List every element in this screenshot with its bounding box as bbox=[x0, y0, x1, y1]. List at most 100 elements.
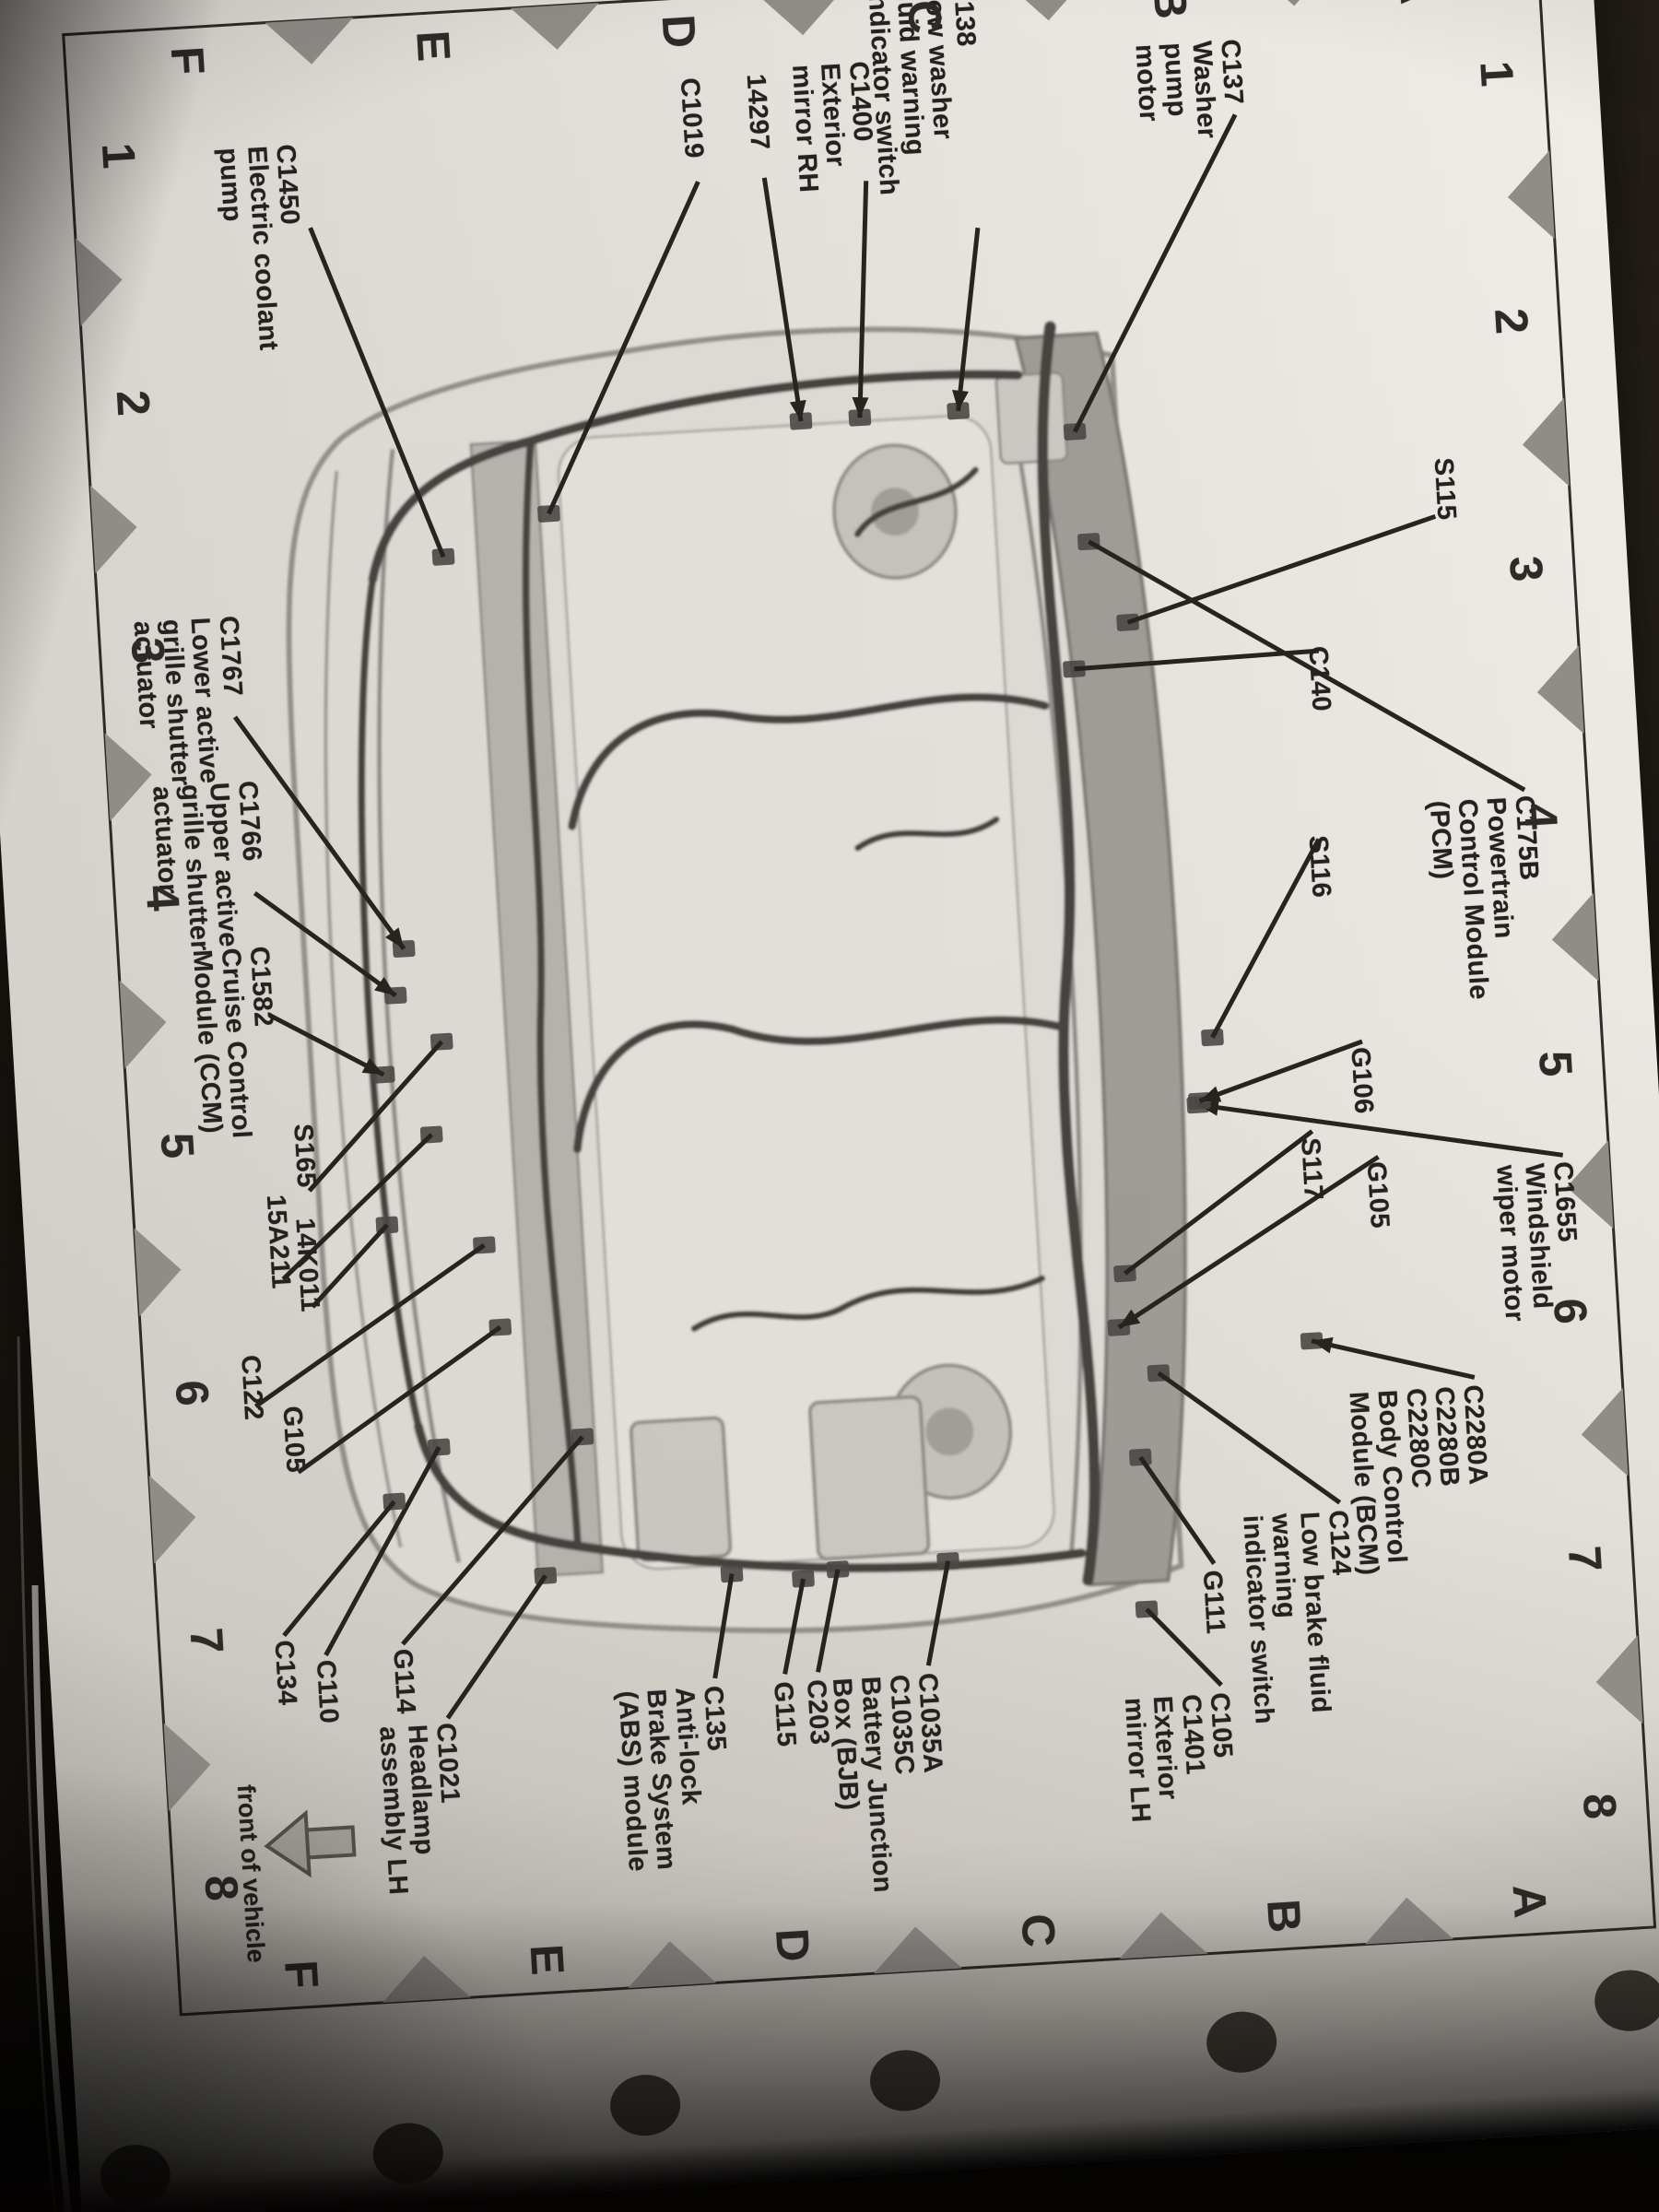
callout-s116: S116 bbox=[1302, 834, 1336, 900]
diamond-marker-icon bbox=[382, 1956, 471, 2003]
callout-c137-washer-pump-motor-line: Washer bbox=[1186, 40, 1222, 140]
callout-g111-line: G111 bbox=[1196, 1569, 1230, 1635]
grid-col-5-top: 5 bbox=[1529, 1049, 1583, 1078]
callout-c203: C203 bbox=[801, 1678, 835, 1747]
callout-s165: S165 bbox=[288, 1123, 322, 1189]
diamond-marker-icon bbox=[148, 1475, 196, 1564]
diamond-marker-icon bbox=[628, 1941, 717, 1989]
callout-n15a211: 15A211 bbox=[260, 1194, 296, 1290]
diamond-marker-icon bbox=[1001, 0, 1090, 21]
callout-c110-line: C110 bbox=[310, 1658, 344, 1725]
diamond-marker-icon bbox=[134, 1228, 182, 1317]
callout-s115: S115 bbox=[1428, 456, 1462, 522]
grid-col-3-top: 3 bbox=[1500, 554, 1553, 583]
leader-line-s115 bbox=[1126, 513, 1437, 625]
diamond-marker-icon bbox=[1595, 1635, 1643, 1724]
callout-c1019-line: C1019 bbox=[674, 76, 709, 159]
grid-col-4-bottom: 4 bbox=[135, 883, 190, 912]
grid-col-7-bottom: 7 bbox=[180, 1626, 234, 1655]
grid-row-D-left: D bbox=[653, 13, 707, 50]
callout-s165-line: S165 bbox=[288, 1123, 322, 1189]
grid-row-C-left: C bbox=[898, 0, 952, 35]
connector-mark bbox=[428, 1438, 451, 1456]
leader-line-g106 bbox=[1198, 1039, 1363, 1103]
grid-row-D-right: D bbox=[766, 1926, 820, 1964]
callout-c140: C140 bbox=[1303, 645, 1336, 712]
callout-g105-left-line: G105 bbox=[276, 1405, 311, 1474]
diamond-marker-icon bbox=[1507, 150, 1555, 240]
grid-row-E-right: E bbox=[521, 1942, 574, 1977]
diamond-marker-icon bbox=[874, 1926, 962, 1974]
diamond-marker-icon bbox=[1522, 397, 1570, 487]
callout-c137-washer-pump-motor-line: motor bbox=[1129, 43, 1164, 124]
grid-col-7-top: 7 bbox=[1558, 1544, 1612, 1573]
diamond-marker-icon bbox=[1536, 645, 1584, 735]
diamond-marker-icon bbox=[163, 1723, 211, 1812]
callout-c134-line: C134 bbox=[268, 1639, 302, 1707]
callout-n14k011-line: 14K011 bbox=[289, 1217, 325, 1313]
callout-n14297-line: 14297 bbox=[740, 73, 775, 151]
callout-c137-washer-pump-motor-line: pump bbox=[1158, 41, 1193, 118]
diamond-marker-icon bbox=[1119, 1912, 1208, 1959]
leader-line-c2280-body-control-module bbox=[1311, 1338, 1476, 1380]
callout-c122: C122 bbox=[235, 1354, 269, 1421]
callout-c122-line: C122 bbox=[235, 1354, 269, 1421]
callout-c105-c1401-exterior-mirror-lh-line: mirror LH bbox=[1118, 1697, 1156, 1824]
vehicle-top-view-illustration bbox=[286, 321, 1187, 1634]
callout-g106: G106 bbox=[1345, 1046, 1379, 1115]
connector-mark bbox=[1063, 422, 1087, 441]
callout-g111: G111 bbox=[1197, 1570, 1230, 1635]
grid-col-4-top: 4 bbox=[1514, 802, 1568, 831]
callout-c134: C134 bbox=[268, 1639, 302, 1707]
diamond-marker-icon bbox=[265, 17, 354, 65]
grid-col-6-top: 6 bbox=[1543, 1297, 1597, 1326]
callout-s116-line: S116 bbox=[1302, 834, 1336, 900]
grid-row-C-right: C bbox=[1012, 1912, 1066, 1949]
grid-col-6-bottom: 6 bbox=[165, 1378, 219, 1408]
callout-s117: S117 bbox=[1295, 1136, 1329, 1202]
grid-col-2-bottom: 2 bbox=[106, 388, 160, 418]
callout-n14297: 14297 bbox=[740, 73, 775, 151]
callout-s115-line: S115 bbox=[1428, 456, 1462, 522]
grid-col-1-top: 1 bbox=[1470, 59, 1524, 88]
callout-c110: C110 bbox=[310, 1658, 344, 1725]
callout-g114: G114 bbox=[387, 1648, 421, 1715]
callout-n14k011: 14K011 bbox=[289, 1217, 325, 1313]
grid-row-E-left: E bbox=[406, 29, 461, 64]
diamond-marker-icon bbox=[756, 0, 845, 36]
callout-g106-line: G106 bbox=[1345, 1046, 1379, 1115]
diamond-marker-icon bbox=[1247, 0, 1336, 6]
grid-col-2-top: 2 bbox=[1485, 306, 1538, 336]
front-of-vehicle-arrow-icon bbox=[302, 1825, 357, 1860]
diamond-marker-icon bbox=[89, 485, 137, 574]
callout-c203-line: C203 bbox=[801, 1678, 835, 1747]
callout-g114-line: G114 bbox=[387, 1648, 421, 1715]
grid-col-8-bottom: 8 bbox=[194, 1873, 249, 1903]
diamond-marker-icon bbox=[510, 3, 599, 50]
callout-n15a211-line: 15A211 bbox=[260, 1194, 296, 1290]
diamond-marker-icon bbox=[75, 238, 123, 327]
callout-g105-left: G105 bbox=[276, 1405, 311, 1474]
leader-line-c124-low-brake-fluid-switch bbox=[1157, 1371, 1342, 1505]
grid-col-8-top: 8 bbox=[1572, 1792, 1627, 1821]
callout-g115-line: G115 bbox=[768, 1680, 802, 1748]
grid-col-1-bottom: 1 bbox=[91, 141, 146, 171]
grid-col-3-bottom: 3 bbox=[121, 636, 175, 665]
callout-g115: G115 bbox=[768, 1680, 802, 1748]
callout-c1019: C1019 bbox=[674, 76, 709, 159]
callout-s117-line: S117 bbox=[1295, 1136, 1329, 1202]
grid-row-F-right: F bbox=[275, 1959, 329, 1990]
diamond-marker-icon bbox=[119, 980, 167, 1069]
callout-g105-right-line: G105 bbox=[1360, 1160, 1395, 1230]
